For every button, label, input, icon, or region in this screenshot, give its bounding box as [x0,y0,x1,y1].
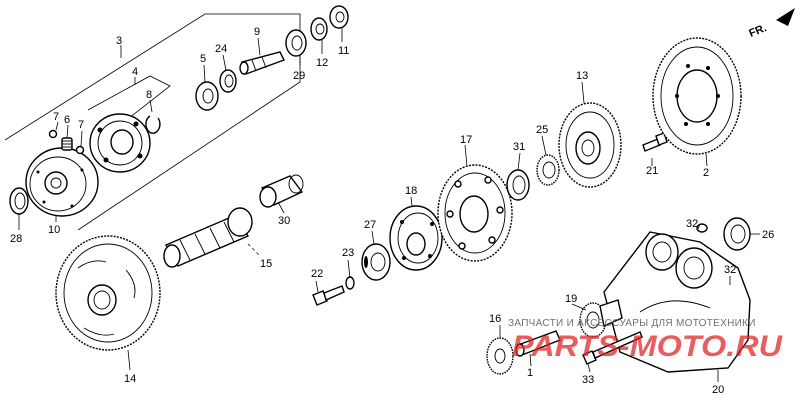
callout-7b: 7 [78,119,84,131]
part-1-pin [515,330,561,357]
watermark-logo: PARTS-MOTO.RU [512,330,783,363]
callout-4: 4 [132,66,138,78]
callout-15: 15 [260,258,272,270]
callout-33: 33 [582,374,594,386]
front-direction-label: FR. [747,22,768,40]
group-bracket-4 [87,75,171,123]
callout-numbers: 3 4 5 24 9 29 12 11 8 7 6 7 10 28 30 15 … [10,26,774,396]
leader-lines [18,28,760,382]
callout-28: 28 [10,233,22,245]
callout-24: 24 [215,43,227,55]
callout-30: 30 [278,215,290,227]
part-17-driven-gear [437,164,513,262]
callout-10: 10 [48,224,60,236]
callout-32b: 32 [724,264,736,276]
callout-14: 14 [124,373,136,385]
part-5-washer [195,81,219,111]
callout-26: 26 [762,229,774,241]
part-28-oil-seal [9,187,29,215]
callout-2: 2 [703,167,709,179]
callout-17: 17 [460,134,472,146]
part-18-hub [389,205,443,271]
callout-32a: 32 [686,218,698,230]
callout-23: 23 [342,247,354,259]
part-31-needle-bearing [506,169,530,201]
callout-1: 1 [527,367,533,379]
part-25-spring-washer [536,154,560,186]
part-33-bolt [582,331,643,365]
callout-11: 11 [338,45,349,57]
callout-16: 16 [489,313,501,325]
callout-7a: 7 [53,111,59,123]
part-22-bolt [312,285,345,306]
part-10-housing [25,147,99,217]
front-arrow-icon [776,8,795,26]
part-13-gear [558,102,622,188]
callout-12: 12 [316,57,328,69]
callout-8: 8 [146,89,152,101]
callout-20: 20 [712,384,724,396]
part-4-one-way-clutch [89,113,151,173]
part-7-pin-a [48,129,58,139]
callout-27: 27 [364,219,376,231]
part-8-circlip [145,115,161,134]
washer-near-23 [345,276,355,290]
part-30-collar [259,174,304,208]
part-27-bearing [361,243,391,281]
part-2-ring-gear [652,37,742,155]
callout-18: 18 [405,185,417,197]
part-21-bolt [642,132,668,152]
callout-29: 29 [293,70,305,82]
group-bracket-3 [4,13,301,231]
callout-25: 25 [536,124,548,136]
callout-19: 19 [565,293,577,305]
part-26-seal [723,217,751,251]
callout-13: 13 [576,70,588,82]
callout-5: 5 [200,53,206,65]
part-29-bearing [285,29,307,57]
part-16-starter-gear [486,337,514,375]
part-9-shaft [239,51,285,75]
part-14-final-gear [55,235,161,351]
callout-9: 9 [254,26,260,38]
part-6-spring [61,137,73,151]
part-19-gear [579,299,623,338]
callout-6: 6 [64,114,70,126]
callout-31: 31 [513,141,525,153]
watermark-caption: ЗАПЧАСТИ И АКСЕССУАРЫ ДЛЯ МОТОТЕХНИКИ [508,318,756,329]
part-7-pin-b [75,145,85,155]
callout-3: 3 [116,35,122,47]
callout-22: 22 [311,268,323,280]
part-24-bearing [219,69,237,93]
part-15-countershaft [163,207,253,268]
callout-21: 21 [646,165,658,177]
part-12-washer [310,17,328,41]
part-11-seal [329,5,349,29]
